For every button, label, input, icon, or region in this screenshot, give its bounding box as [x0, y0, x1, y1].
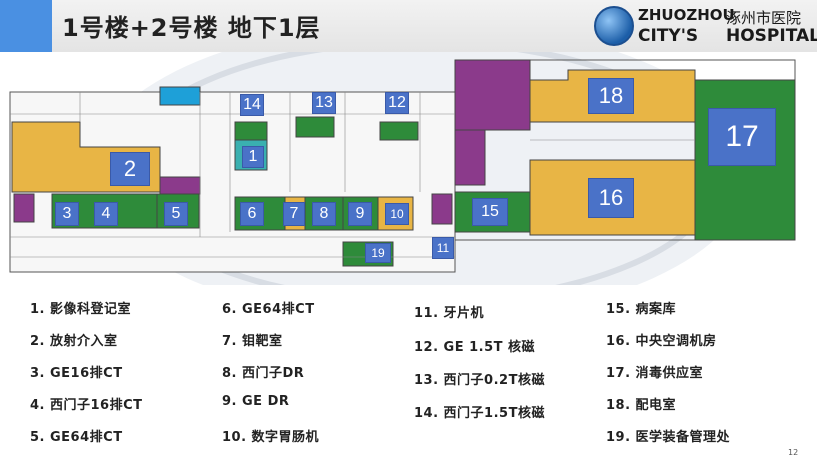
hospital-logo: ZHUOZHOU 涿州市医院 CITY'S HOSPITAL [594, 6, 817, 48]
legend-item-4: 4. 西门子16排CT [30, 398, 143, 413]
room-label-1: 1 [242, 146, 264, 168]
room-label-5: 5 [164, 202, 188, 226]
legend-item-12: 12. GE 1.5T 核磁 [414, 340, 536, 355]
globe-icon [594, 6, 634, 46]
room-label-14: 14 [240, 94, 264, 116]
room-label-19: 19 [365, 243, 391, 263]
legend-item-6: 6. GE64排CT [222, 302, 315, 317]
logo-cn-name: 涿州市医院 [726, 9, 802, 27]
room-label-10: 10 [385, 203, 409, 225]
page-number: 12 [788, 448, 799, 457]
zone-green-top3 [379, 121, 419, 141]
legend-item-14: 14. 西门子1.5T核磁 [414, 406, 545, 421]
room-label-18: 18 [588, 78, 634, 114]
room-label-12: 12 [385, 92, 409, 114]
legend-item-10: 10. 数字胃肠机 [222, 430, 320, 445]
logo-en-line2b: HOSPITAL [726, 26, 817, 46]
legend-item-18: 18. 配电室 [606, 398, 677, 413]
legend-item-13: 13. 西门子0.2T核磁 [414, 373, 545, 388]
legend-item-2: 2. 放射介入室 [30, 334, 118, 349]
zone-green-top2 [295, 116, 335, 138]
room-label-6: 6 [240, 202, 264, 226]
zone-purple-tower [454, 59, 531, 131]
legend-item-19: 19. 医学装备管理处 [606, 430, 731, 445]
zone-cyan [159, 86, 201, 106]
zone-purple-left [13, 193, 35, 223]
zone-green-top1 [234, 121, 268, 141]
room-label-13: 13 [312, 92, 336, 114]
room-label-3: 3 [55, 202, 79, 226]
legend-item-17: 17. 消毒供应室 [606, 366, 704, 381]
header-bar: 1号楼+2号楼 地下1层 ZHUOZHOU 涿州市医院 CITY'S HOSPI… [0, 0, 817, 52]
zone-purple-right [431, 193, 453, 225]
logo-en-line2a: CITY'S [638, 26, 699, 46]
room-label-9: 9 [348, 202, 372, 226]
room-label-7: 7 [283, 202, 305, 226]
header-accent-block [0, 0, 52, 52]
room-label-15: 15 [472, 198, 508, 226]
room-label-2: 2 [110, 152, 150, 186]
legend-item-3: 3. GE16排CT [30, 366, 123, 381]
room-label-4: 4 [94, 202, 118, 226]
room-label-17: 17 [708, 108, 776, 166]
legend-item-9: 9. GE DR [222, 394, 290, 409]
legend-item-5: 5. GE64排CT [30, 430, 123, 445]
logo-en-line1: ZHUOZHOU [638, 6, 735, 24]
legend-item-7: 7. 钼靶室 [222, 334, 283, 349]
legend-item-1: 1. 影像科登记室 [30, 302, 132, 317]
zone-purple-tower-low [454, 129, 486, 186]
legend-item-15: 15. 病案库 [606, 302, 677, 317]
legend-item-8: 8. 西门子DR [222, 366, 305, 381]
page-title: 1号楼+2号楼 地下1层 [62, 14, 321, 42]
room-label-8: 8 [312, 202, 336, 226]
room-label-11: 11 [432, 237, 454, 259]
legend-item-11: 11. 牙片机 [414, 306, 485, 321]
floor-plan: 14 13 12 1 2 3 4 5 6 7 8 9 10 11 15 16 1… [0, 52, 817, 285]
legend-item-16: 16. 中央空调机房 [606, 334, 717, 349]
room-label-16: 16 [588, 178, 634, 218]
zone-purple-mid [159, 176, 201, 195]
